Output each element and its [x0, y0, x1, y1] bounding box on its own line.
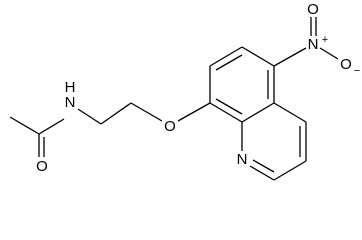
bond-n1-c2-double [252, 159, 275, 173]
bond-c7-c6-double [215, 54, 243, 71]
bond-carbonyl-n [38, 118, 65, 135]
ring-n-label: N [237, 151, 248, 168]
bond-c2-c3 [273, 160, 307, 181]
bond-c4-c4a [273, 102, 307, 123]
structure-diagram: N H O O N N + O O − [9, 1, 360, 181]
nitro-n-label: N [308, 36, 319, 53]
amide-n-label: N [65, 94, 76, 111]
atom-labels: N H O O N N + O O − [36, 1, 360, 175]
nitro-o-top-label: O [307, 1, 319, 18]
carbonyl-o-label: O [36, 158, 48, 175]
bond-c8a-c8-double [215, 98, 243, 115]
bond-ch2-o [130, 102, 163, 122]
bond-c7-c6 [209, 46, 243, 67]
nitro-o-right-label: O [340, 56, 352, 73]
bond-c8a-c8 [209, 102, 243, 123]
bond-c5-nitro-n [273, 47, 307, 67]
bonds [9, 17, 339, 181]
nitro-n-charge: + [322, 34, 328, 46]
bond-nitro-n-o-right [319, 47, 339, 60]
bond-n1-c2 [249, 165, 275, 181]
bond-n-ch2 [77, 108, 102, 125]
bond-o-c8 [177, 102, 211, 122]
amide-h-label: H [65, 79, 76, 96]
bond-c4a-c8a [241, 102, 275, 123]
bond-ch2-ch2 [100, 102, 132, 125]
bond-c6-c5 [241, 46, 275, 67]
nitro-o-right-charge: − [354, 65, 360, 77]
ether-o-label: O [164, 118, 176, 135]
bond-methyl-carbonyl [9, 116, 40, 135]
